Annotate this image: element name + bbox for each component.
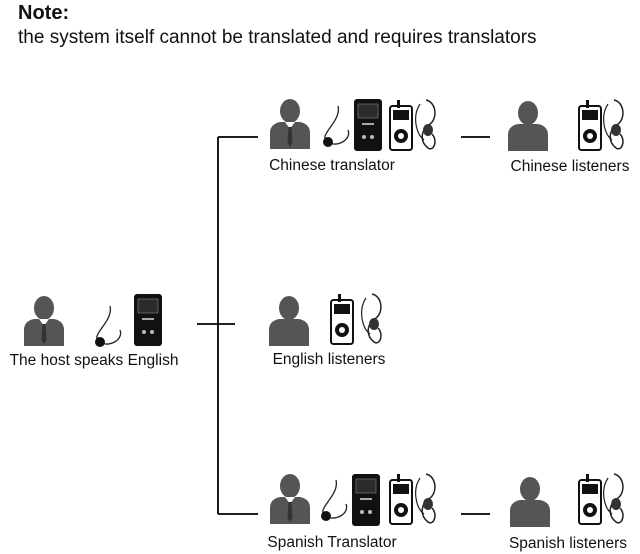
person-icon [508,101,548,151]
person-icon [270,99,310,149]
english-listeners-label: English listeners [272,351,386,368]
receiver-icon [578,99,602,151]
note-text: the system itself cannot be translated a… [18,27,537,48]
chinese-listeners-node [508,99,624,151]
chinese-translator-label: Chinese translator [269,157,395,174]
lapel-microphone-icon [322,105,350,148]
earphone-icon [414,99,436,150]
transmitter-icon [353,98,383,152]
receiver-icon [389,473,413,525]
spanish-listeners-node [510,473,624,527]
english-listeners-node [269,293,382,346]
transmitter-icon [133,293,163,347]
receiver-icon [578,473,602,525]
earphone-icon [360,293,382,344]
note-title: Note: [18,2,70,24]
person-icon [270,474,310,524]
spanish-translator-label: Spanish Translator [267,534,397,551]
chinese-translator-node [270,98,436,152]
receiver-icon [330,293,354,345]
spanish-listeners-label: Spanish listeners [508,535,628,552]
host-node [24,293,163,348]
person-icon [269,296,309,346]
receiver-icon [389,99,413,151]
person-icon [510,477,550,527]
connector-lines [197,136,490,515]
earphone-icon [602,99,624,150]
transmitter-icon [351,473,381,527]
earphone-icon [602,473,624,524]
spanish-translator-node [270,473,436,527]
person-icon [24,296,64,346]
lapel-microphone-icon [94,305,122,348]
lapel-microphone-icon [320,479,348,522]
earphone-icon [414,473,436,524]
chinese-listeners-label: Chinese listeners [510,158,630,175]
host-label: The host speaks English [9,352,179,369]
